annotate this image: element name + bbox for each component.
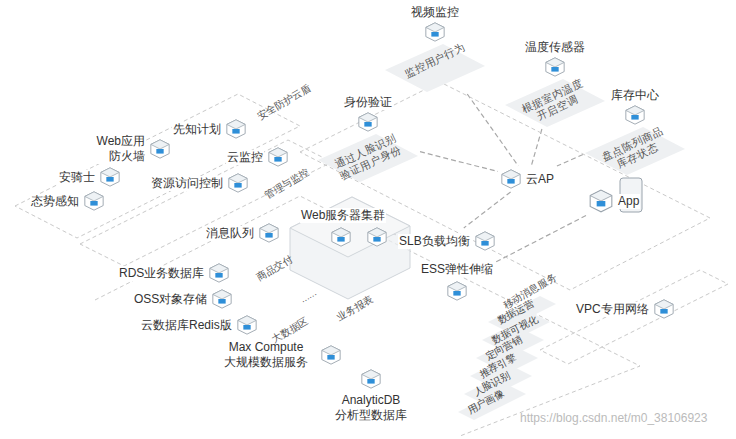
cube-icon <box>208 262 230 284</box>
node-label: SLB负载均衡 <box>398 234 471 249</box>
node-label: 资源访问控制 <box>150 176 224 191</box>
node-label: 云数据库Redis版 <box>140 318 233 333</box>
vpc-zone <box>540 270 728 364</box>
cube-icon <box>330 226 352 248</box>
zone-label: 商品交付 <box>255 253 296 283</box>
node-label: Web应用 防火墙 <box>88 134 146 164</box>
service-node: RDS业务数据库 <box>118 262 230 284</box>
zone-label: 管理与监控 <box>262 166 311 201</box>
dashed-connector <box>531 129 542 166</box>
node-label: 身份验证 <box>343 95 393 110</box>
cube-icon <box>225 118 247 140</box>
node-label: 云AP <box>525 172 555 187</box>
service-node: OSS对象存储 <box>133 288 233 310</box>
watermark: https://blog.csdn.net/m0_38106923 <box>520 412 707 424</box>
zone-label: 安全防护云盾 <box>255 82 313 122</box>
service-node: 安骑士 <box>58 166 121 188</box>
service-node: 先知计划 <box>172 118 247 140</box>
service-node: 库存中心盘点陈列商品 库存状态 <box>585 88 685 175</box>
cube-icon <box>236 314 258 336</box>
service-node: 消息队列 <box>205 222 280 244</box>
description-panel: 盘点陈列商品 库存状态 <box>585 127 685 175</box>
node-label: 安骑士 <box>58 170 96 185</box>
cube-icon <box>360 368 382 390</box>
description-panel: 通过人脸识别 验证用户身份 <box>318 134 418 182</box>
service-node: 温度传感器根据室内温度 开启空调 <box>505 40 605 127</box>
cube-icon <box>588 188 614 214</box>
service-node: 态势感知 <box>30 190 105 212</box>
service-node: 云数据库Redis版 <box>140 314 258 336</box>
cube-icon <box>267 146 289 168</box>
description-panel: 监控用户行为 <box>385 44 485 92</box>
web-cluster-box <box>290 197 410 299</box>
cube-icon <box>366 226 388 248</box>
panel-shape <box>385 44 485 92</box>
dashed-connector <box>557 154 583 166</box>
cube-icon <box>474 230 496 252</box>
service-node: Max Compute 大规模数据服务 <box>215 340 342 370</box>
service-node: Web应用 防火墙 <box>88 134 171 164</box>
node-label: AnalyticDB 分析型数据库 <box>330 393 412 423</box>
cube-icon <box>227 172 249 194</box>
cube-icon <box>544 56 566 78</box>
cube-icon <box>258 222 280 244</box>
node-label: RDS业务数据库 <box>118 266 205 281</box>
node-label: 视频监控 <box>410 5 460 20</box>
node-label: 态势感知 <box>30 194 80 209</box>
cube-icon <box>99 166 121 188</box>
dashed-connector <box>420 152 498 172</box>
service-node: 云监控 <box>226 146 289 168</box>
node-label: Max Compute 大规模数据服务 <box>215 340 317 370</box>
service-node: VPC专用网络 <box>575 298 675 320</box>
cube-icon <box>624 104 646 126</box>
node-label: VPC专用网络 <box>575 302 650 317</box>
cube-icon <box>83 190 105 212</box>
node-label: Web服务器集群 <box>300 208 386 223</box>
cube-icon <box>446 280 468 302</box>
cube-icon <box>424 21 446 43</box>
cube-icon <box>653 298 675 320</box>
service-zone <box>95 196 640 436</box>
service-node: Web服务器集群 <box>300 208 388 248</box>
data-bands <box>458 296 556 420</box>
zone-label: ...... <box>298 287 318 306</box>
dashed-connector <box>464 192 511 228</box>
service-node: 资源访问控制 <box>150 172 249 194</box>
service-node: ESS弹性伸缩 <box>420 262 494 302</box>
service-node: App <box>588 188 640 214</box>
dashed-connector <box>496 216 586 262</box>
service-node: 身份验证通过人脸识别 验证用户身份 <box>318 95 418 182</box>
cube-icon <box>500 168 522 190</box>
node-label: 先知计划 <box>172 122 222 137</box>
server-icons <box>300 226 388 248</box>
zone-label: 业务报表 <box>335 293 376 323</box>
node-label: OSS对象存储 <box>133 292 208 307</box>
cube-icon <box>149 138 171 160</box>
node-label: 云监控 <box>226 150 264 165</box>
node-label: 温度传感器 <box>524 40 586 55</box>
service-node: AnalyticDB 分析型数据库 <box>330 368 412 423</box>
node-label: App <box>617 194 640 209</box>
node-label: ESS弹性伸缩 <box>420 262 494 277</box>
node-label: 库存中心 <box>610 88 660 103</box>
service-node: SLB负载均衡 <box>398 230 496 252</box>
cube-icon <box>357 111 379 133</box>
cube-icon <box>211 288 233 310</box>
service-node: 云AP <box>500 168 555 190</box>
node-label: 消息队列 <box>205 226 255 241</box>
cube-icon <box>320 344 342 366</box>
service-node: 视频监控监控用户行为 <box>385 5 485 92</box>
description-panel: 根据室内温度 开启空调 <box>505 79 605 127</box>
